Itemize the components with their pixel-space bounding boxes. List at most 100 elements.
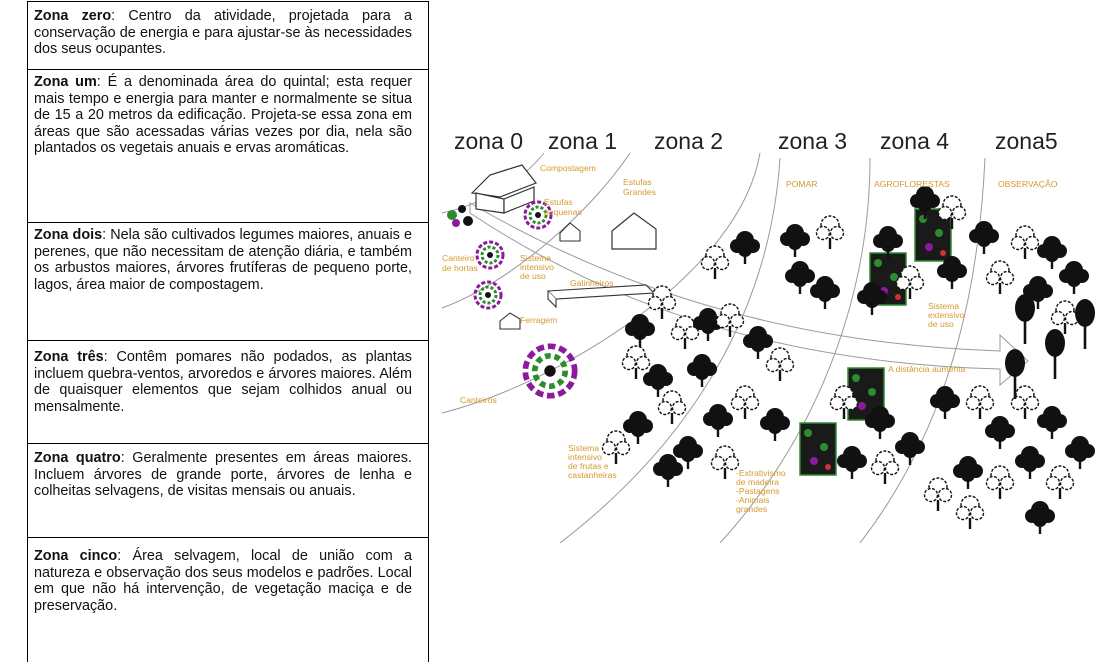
label-canteiro: de hortas — [442, 263, 478, 273]
home-garden-icon — [447, 205, 473, 227]
tree-icon — [730, 385, 760, 420]
large-greenhouse-icon — [611, 212, 657, 250]
zone-description: Zona três: Contêm pomares não podados, a… — [34, 349, 412, 415]
tall-tree-icon — [1015, 294, 1035, 344]
label-canteiros: Canteiros — [460, 395, 497, 405]
permaculture-zones-diagram: zona 0 zona 1 zona 2 zona 3 zona 4 zona5 — [440, 113, 1097, 543]
zone-body: : É a denominada área do quintal; esta r… — [34, 74, 412, 156]
tree-icon — [780, 224, 810, 257]
tree-icon — [1025, 501, 1055, 534]
label-pomar: POMAR — [786, 179, 818, 189]
garden-bed-icon — [473, 280, 503, 310]
garden-bed-icon — [475, 240, 505, 270]
zone-header: zona 0 — [454, 128, 523, 154]
trees — [601, 186, 1095, 534]
zone-title: Zona quatro — [34, 450, 121, 466]
zone-row: Zona quatro: Geralmente presentes em áre… — [28, 444, 428, 538]
label-sistema-extensivo: extensivo — [928, 310, 965, 320]
small-greenhouse-icon — [559, 222, 581, 242]
tree-icon — [985, 465, 1015, 500]
zone-row: Zona cinco: Área selvagem, local de uniã… — [28, 538, 428, 662]
tree-icon — [837, 446, 867, 479]
zone-title: Zona dois — [34, 227, 103, 243]
label-galinheiros: Galinheiros — [570, 278, 613, 288]
tree-icon — [1037, 236, 1067, 269]
label-distancia-aumenta: A distância aumenta — [888, 364, 966, 374]
label-extrativismo: -Animais — [736, 495, 769, 505]
tree-icon — [625, 314, 655, 347]
zone-title: Zona cinco — [34, 548, 118, 564]
label-sistema-frutas: de frutas e — [568, 461, 609, 471]
tree-icon — [1037, 406, 1067, 439]
label-extrativismo: -Extrativismo — [736, 468, 786, 478]
zones-table: Zona zero: Centro da atividade, projetad… — [27, 1, 429, 662]
tool-shed-icon — [499, 312, 521, 330]
zone-title: Zona zero — [34, 8, 112, 24]
zone-body: : Contêm pomares não podados, as plantas… — [34, 349, 412, 415]
label-ferragem: Ferragem — [520, 315, 557, 325]
tree-icon — [969, 221, 999, 254]
tree-icon — [870, 450, 900, 485]
tree-icon — [623, 411, 653, 444]
tree-icon — [1059, 261, 1089, 294]
zone-title: Zona três — [34, 349, 104, 365]
chicken-coop-icon — [546, 284, 656, 309]
tree-icon — [1045, 465, 1075, 500]
tree-icon — [760, 408, 790, 441]
zone-row: Zona um: É a denominada área do quintal;… — [28, 70, 428, 223]
canteiros-mandala-icon — [525, 346, 574, 395]
tree-icon — [730, 231, 760, 264]
tree-icon — [765, 347, 795, 382]
tree-icon — [601, 430, 631, 465]
tree-icon — [1065, 436, 1095, 469]
diagram-labels: Compostagem Estufas pequenas Estufas Gra… — [442, 163, 1058, 514]
house-icon — [470, 164, 537, 214]
tree-icon — [923, 477, 953, 512]
label-estufas-pequenas: Estufas — [544, 197, 573, 207]
tree-icon — [810, 276, 840, 309]
zone-description: Zona zero: Centro da atividade, projetad… — [34, 8, 412, 58]
zone-body: : Centro da atividade, projetada para a … — [34, 8, 412, 57]
tree-icon — [953, 456, 983, 489]
tree-icon — [815, 215, 845, 250]
tree-icon — [1015, 446, 1045, 479]
tall-tree-icon — [1045, 329, 1065, 379]
label-sistema-frutas: Sistema — [568, 443, 599, 453]
label-canteiro: Canteiro — [442, 253, 475, 263]
tree-icon — [710, 445, 740, 480]
label-sistema-intensivo: intensivo — [520, 262, 554, 272]
zone-headers: zona 0 zona 1 zona 2 zona 3 zona 4 zona5 — [454, 128, 1058, 154]
zone-row: Zona dois: Nela são cultivados legumes m… — [28, 223, 428, 341]
label-estufas-grandes: Grandes — [623, 187, 656, 197]
zone-header: zona 4 — [880, 128, 949, 154]
tree-icon — [965, 385, 995, 420]
zone-body: : Nela são cultivados legumes maiores, a… — [34, 227, 412, 293]
zone-header: zona 3 — [778, 128, 847, 154]
tree-icon — [703, 404, 733, 437]
zones-illustration: zona 0 zona 1 zona 2 zona 3 zona 4 zona5 — [441, 128, 1095, 543]
label-compostagem: Compostagem — [540, 163, 596, 173]
zone-description: Zona um: É a denominada área do quintal;… — [34, 74, 412, 157]
tree-icon — [743, 326, 773, 359]
label-sistema-frutas: intensivo — [568, 452, 602, 462]
label-estufas-pequenas: pequenas — [544, 207, 582, 217]
tree-icon — [700, 245, 730, 280]
tree-icon — [930, 386, 960, 419]
tree-icon — [657, 390, 687, 425]
zone-description: Zona cinco: Área selvagem, local de uniã… — [34, 548, 412, 614]
zone-description: Zona quatro: Geralmente presentes em áre… — [34, 450, 412, 500]
tree-icon — [985, 260, 1015, 295]
tree-icon — [653, 454, 683, 487]
zone-boundary-5 — [859, 157, 986, 543]
zone-title: Zona um — [34, 74, 97, 90]
tall-tree-icon — [1075, 299, 1095, 349]
tree-icon — [955, 495, 985, 530]
tree-icon — [1010, 225, 1040, 260]
zone-body: : Geralmente presentes em áreas maiores.… — [34, 450, 413, 499]
zone-description: Zona dois: Nela são cultivados legumes m… — [34, 227, 412, 293]
zone-row: Zona três: Contêm pomares não podados, a… — [28, 341, 428, 444]
label-observacao: OBSERVAÇÃO — [998, 179, 1058, 189]
zone-header: zona5 — [995, 128, 1058, 154]
agroforestry-plot-icon — [799, 422, 837, 476]
tree-icon — [687, 354, 717, 387]
